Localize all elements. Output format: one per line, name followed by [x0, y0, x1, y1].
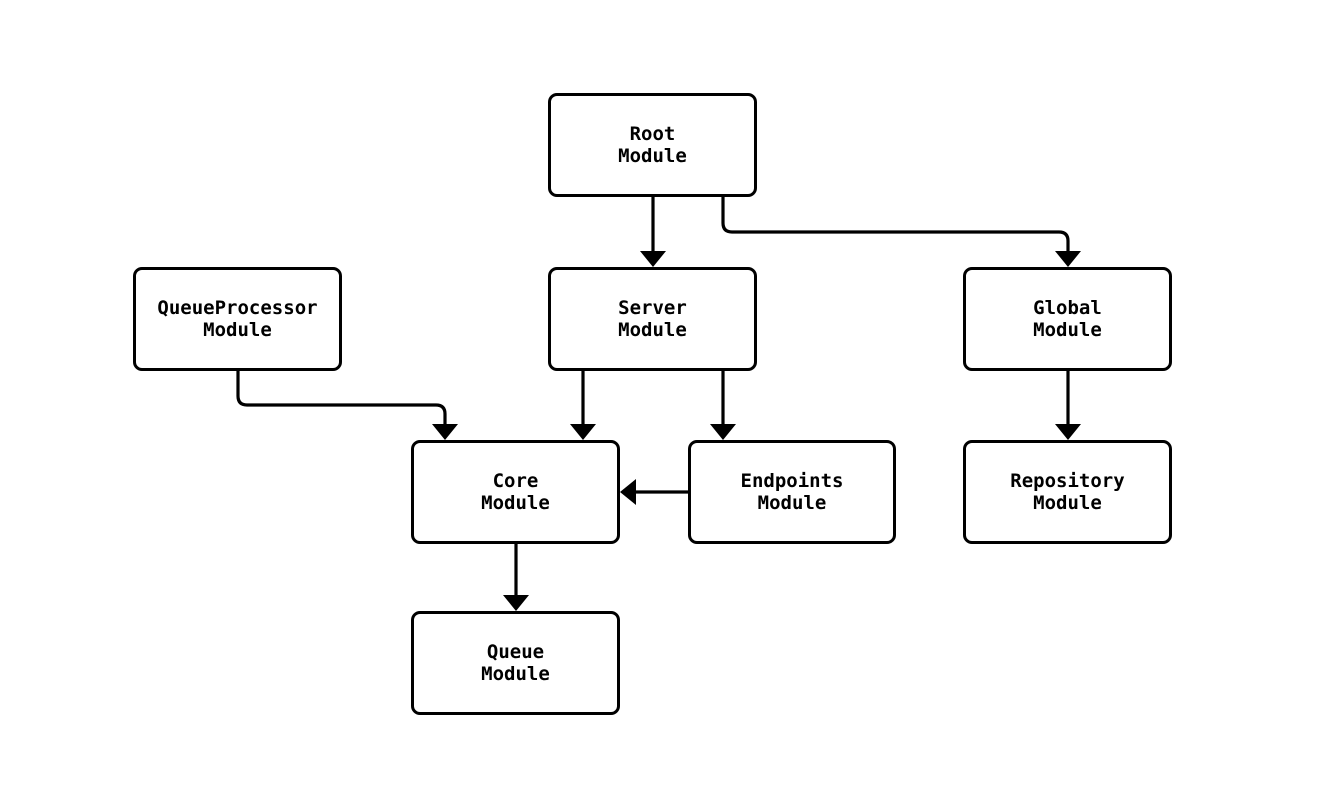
node-repository: Repository Module — [963, 440, 1172, 544]
node-endpoints: Endpoints Module — [688, 440, 896, 544]
node-core: Core Module — [411, 440, 620, 544]
edge-root-to-global — [721, 197, 1070, 251]
node-global: Global Module — [963, 267, 1172, 371]
arrowhead-endpoints-to-core — [620, 479, 636, 505]
arrowhead-root-to-global — [1055, 251, 1081, 267]
edge-queueprocessor-to-core — [236, 371, 447, 424]
node-label-server: Server Module — [618, 297, 687, 341]
node-queueprocessor: QueueProcessor Module — [133, 267, 342, 371]
node-label-endpoints: Endpoints Module — [740, 470, 844, 514]
arrowhead-server-to-core — [570, 424, 596, 440]
node-queue: Queue Module — [411, 611, 620, 715]
node-server: Server Module — [548, 267, 757, 371]
arrowhead-queueprocessor-to-core — [432, 424, 458, 440]
node-root: Root Module — [548, 93, 757, 197]
node-label-global: Global Module — [1033, 297, 1102, 341]
node-label-queueprocessor: QueueProcessor Module — [157, 297, 318, 341]
arrowhead-global-to-repository — [1055, 424, 1081, 440]
node-label-repository: Repository Module — [1010, 470, 1125, 514]
node-label-root: Root Module — [618, 123, 687, 167]
node-label-core: Core Module — [481, 470, 550, 514]
arrowhead-core-to-queue — [503, 595, 529, 611]
arrowhead-root-to-server — [640, 251, 666, 267]
arrowhead-server-to-endpoints — [710, 424, 736, 440]
node-label-queue: Queue Module — [481, 641, 550, 685]
